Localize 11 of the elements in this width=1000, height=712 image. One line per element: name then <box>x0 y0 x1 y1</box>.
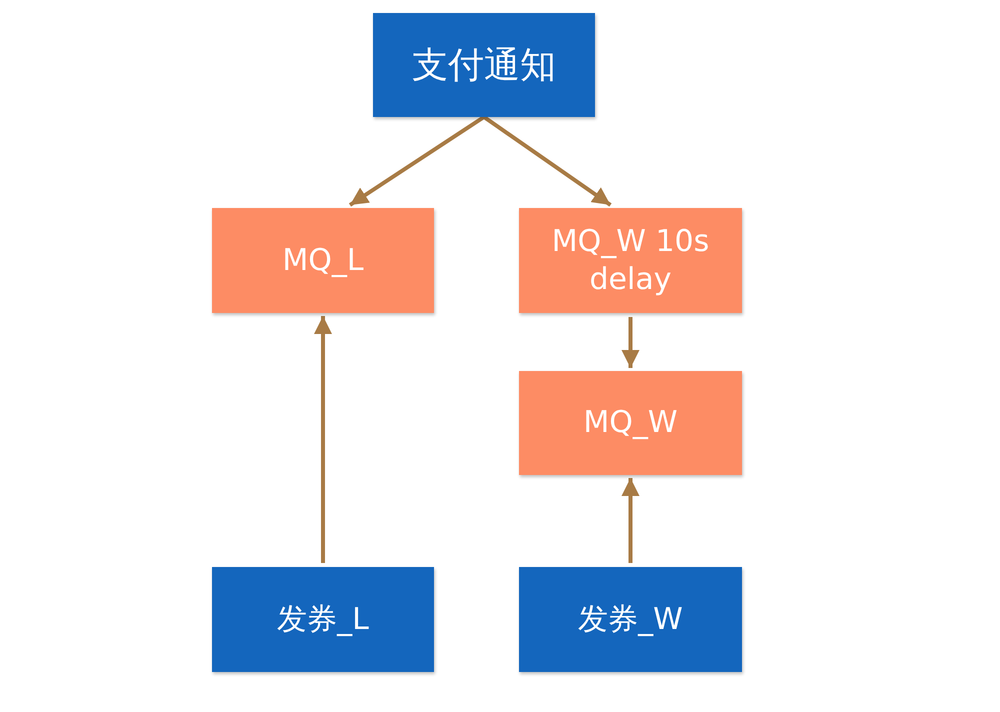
arrow <box>314 316 332 563</box>
process-box: 发券_L <box>212 567 434 672</box>
arrow <box>622 317 640 368</box>
arrow <box>622 478 640 563</box>
process-box: MQ_W <box>519 371 742 475</box>
process-box: 支付通知 <box>373 13 595 117</box>
process-box: 发券_W <box>519 567 742 672</box>
arrow <box>482 115 612 207</box>
process-box: MQ_L <box>212 208 434 313</box>
arrow <box>348 115 486 207</box>
process-box: MQ_W 10s delay <box>519 208 742 313</box>
